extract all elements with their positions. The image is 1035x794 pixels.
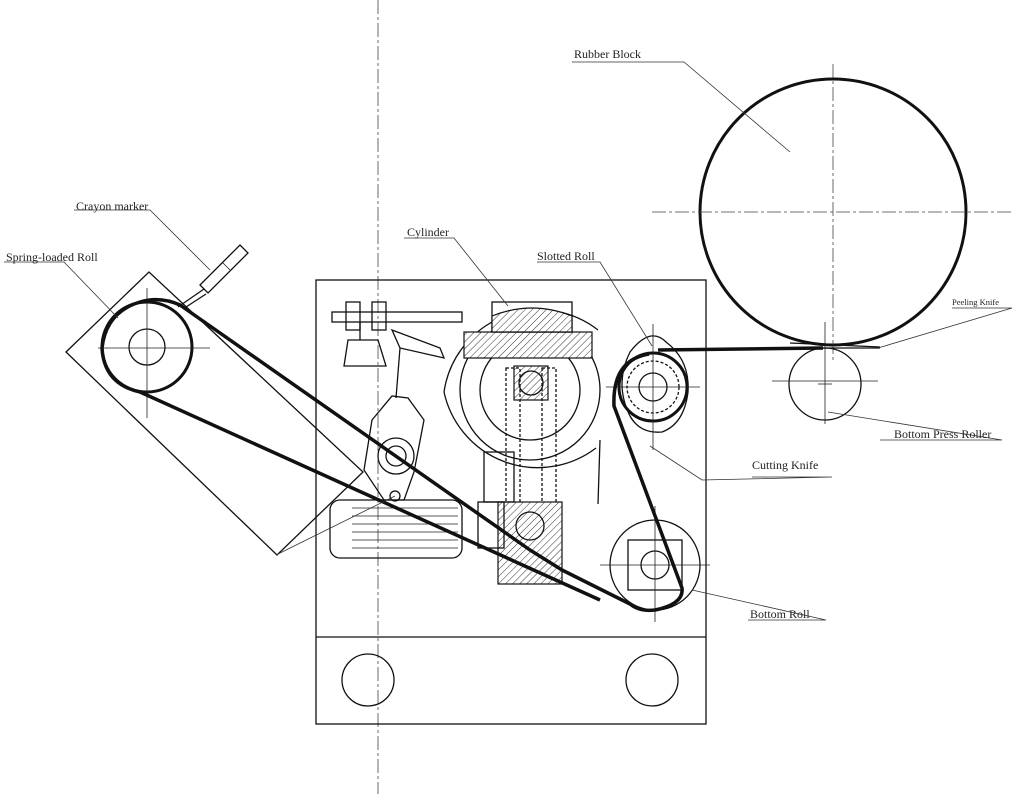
label-cylinder: Cylinder bbox=[407, 225, 449, 239]
leader-lines bbox=[4, 61, 1013, 621]
motor bbox=[329, 499, 463, 559]
label-bottom-press-roller: Bottom Press Roller bbox=[894, 427, 991, 441]
spring-loaded-roll bbox=[65, 271, 364, 556]
slotted-roll bbox=[606, 324, 700, 450]
top-bar-mechanism bbox=[331, 301, 463, 367]
cylinder-assembly bbox=[443, 301, 601, 585]
label-slotted-roll: Slotted Roll bbox=[537, 249, 595, 263]
crayon-marker bbox=[177, 244, 249, 310]
label-rubber-block: Rubber Block bbox=[574, 47, 641, 61]
swing-arm bbox=[363, 328, 446, 502]
label-crayon-marker: Crayon marker bbox=[76, 199, 148, 213]
bottom-roll bbox=[600, 506, 710, 622]
label-web-path bbox=[100, 297, 824, 613]
label-spring-loaded-roll: Spring-loaded Roll bbox=[6, 250, 98, 264]
machine-frame bbox=[315, 279, 707, 725]
label-cutting-knife: Cutting Knife bbox=[752, 458, 818, 472]
label-peeling-knife: Peeling Knife bbox=[952, 297, 999, 307]
label-bottom-roll: Bottom Roll bbox=[750, 607, 810, 621]
